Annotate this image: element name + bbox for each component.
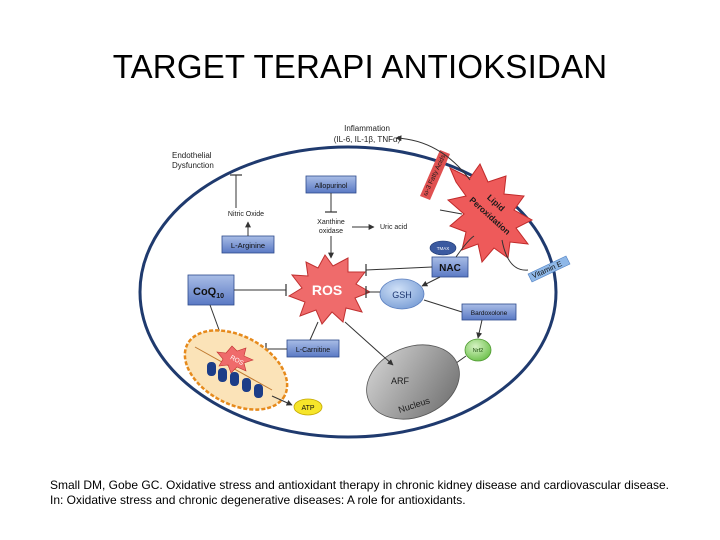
vitamin-e-to-lipid-inhibit [501,239,529,271]
coq10-box [187,274,235,306]
nrf2-label: Nrf2 [473,348,483,354]
bardoxolone-to-gsh-line [423,299,463,313]
ros-to-l-carnitine-line [309,321,319,341]
l-carnitine-label: L-Carnitine [296,347,330,354]
ros-label: ROS [312,282,342,298]
gsh-blob [379,278,425,310]
dysfunction-label: Dysfunction [172,161,214,170]
nrf2-blob [464,338,492,362]
nac-to-gsh-arrow [421,276,441,287]
bardoxolone-to-nrf2-arrow [476,319,483,339]
atp-blob [293,398,323,416]
electron-transport-chain [207,362,263,398]
mito-ros-starburst [216,345,254,374]
citation-line-1: Small DM, Gobe GC. Oxidative stress and … [50,478,669,492]
endothelial-label: Endothelial [172,151,212,160]
nac-label: NAC [439,263,461,274]
tmax-label: TMAX [437,246,450,251]
arf-label: ARF [391,376,410,386]
ros-to-nucleus-arrow [344,321,394,366]
ros-starburst [287,254,372,325]
tmax-badge [429,240,457,256]
xanthine-label: Xanthine [317,219,345,226]
citation-line-2: In: Oxidative stress and chronic degener… [50,493,466,507]
allopurinol-label: Allopurinol [315,183,348,190]
vitamin-e-shape [527,255,571,283]
nitric-oxide-label: Nitric Oxide [228,211,264,218]
cell-membrane [138,145,558,439]
coq10-label: CoQ10 [193,286,224,300]
lipid-peroxidation-starburst [446,162,534,264]
oxidase-label: oxidase [319,228,343,235]
nac-to-lipid-inhibit [455,235,475,258]
gsh-label: GSH [392,290,412,300]
atp-label: ATP [301,405,314,412]
mitochondria-to-atp-arrow [271,395,293,406]
inflammation-label: Inflammation [344,124,390,133]
bardoxolone-label: Bardoxolone [471,310,508,317]
nac-to-ros-inhibit [365,266,433,271]
uric-acid-label: Uric acid [380,224,407,231]
omega3-arrow-shape [420,150,450,200]
lipid-to-inflammation-arrow [395,135,471,181]
omega3-to-lipid-arrow [439,209,463,215]
l-arginine-label: L-Arginine [231,241,265,250]
inflammation-cytokines-label: (IL-6, IL-1β, TNFα) [334,135,401,144]
slide-title: TARGET TERAPI ANTIOKSIDAN [112,48,608,85]
citation: Small DM, Gobe GC. Oxidative stress and … [50,478,690,508]
